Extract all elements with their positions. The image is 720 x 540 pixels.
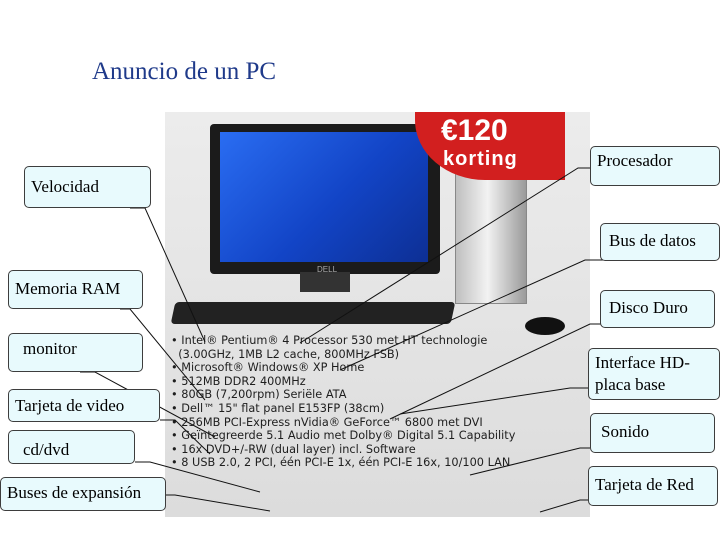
- monitor-image: DELL: [210, 124, 440, 274]
- price-badge-label: korting: [443, 148, 518, 171]
- label-tarjeta-red: Tarjeta de Red: [588, 466, 718, 506]
- label-velocidad: Velocidad: [24, 166, 151, 208]
- label-cd-dvd: cd/dvd: [8, 430, 135, 464]
- spec-item: 512MB DDR2 400MHz: [171, 375, 590, 389]
- price-amount: €120: [441, 114, 508, 148]
- spec-item: 16x DVD+/-RW (dual layer) incl. Software: [171, 443, 590, 457]
- label-disco-duro: Disco Duro: [600, 290, 715, 328]
- keyboard-image: [171, 302, 456, 324]
- spec-item: 256MB PCI-Express nVidia® GeForce™ 6800 …: [171, 416, 590, 430]
- spec-item: (3.00GHz, 1MB L2 cache, 800MHz FSB): [171, 348, 590, 362]
- spec-list: Intel® Pentium® 4 Processor 530 met HT t…: [171, 334, 590, 470]
- label-interface-hd: Interface HD-placa base: [588, 348, 720, 400]
- spec-item: Geïntegreerde 5.1 Audio met Dolby® Digit…: [171, 429, 590, 443]
- label-monitor: monitor: [8, 333, 143, 372]
- spec-item: Intel® Pentium® 4 Processor 530 met HT t…: [171, 334, 590, 348]
- label-buses-expansion: Buses de expansión: [0, 477, 166, 511]
- monitor-screen: [220, 132, 428, 262]
- mouse-image: [525, 317, 565, 335]
- label-sonido: Sonido: [590, 413, 715, 453]
- spec-item: Dell™ 15" flat panel E153FP (38cm): [171, 402, 590, 416]
- spec-item: 8 USB 2.0, 2 PCI, één PCI-E 1x, één PCI-…: [171, 456, 590, 470]
- spec-item: 80GB (7,200rpm) Seriële ATA: [171, 388, 590, 402]
- pc-tower-image: [455, 172, 527, 304]
- label-memoria-ram: Memoria RAM: [8, 270, 143, 309]
- pc-advertisement-image: DELL €120 korting Intel® Pentium® 4 Proc…: [165, 112, 590, 517]
- label-bus-datos: Bus de datos: [600, 223, 720, 261]
- label-tarjeta-video: Tarjeta de video: [8, 389, 160, 422]
- spec-item: Microsoft® Windows® XP Home: [171, 361, 590, 375]
- slide-title: Anuncio de un PC: [92, 58, 276, 86]
- monitor-stand: [300, 272, 350, 292]
- label-procesador: Procesador: [590, 146, 720, 186]
